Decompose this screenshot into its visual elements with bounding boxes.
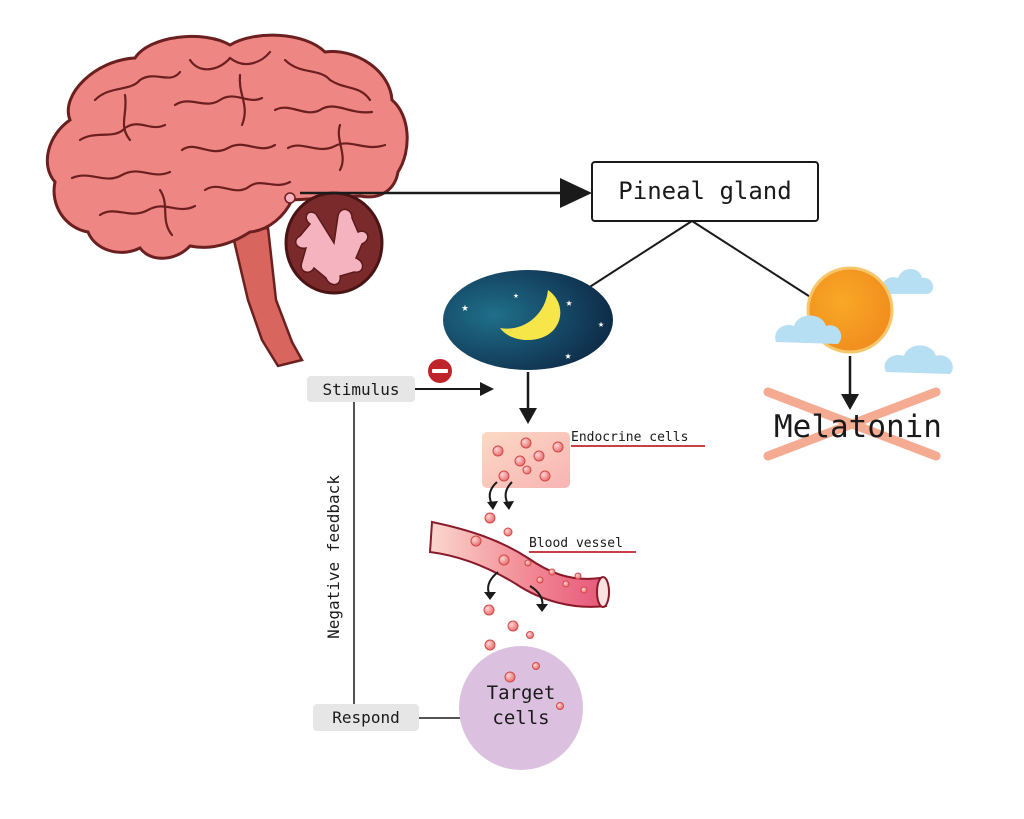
cloud-left — [775, 315, 842, 344]
endocrine-cells-label: Endocrine cells — [571, 430, 688, 445]
respond-box — [313, 704, 419, 731]
svg-text:★: ★ — [566, 296, 573, 309]
negative-feedback-label: Negative feedback — [324, 475, 343, 639]
hormone-particles-endocrine — [492, 437, 564, 482]
cloud-bottom-right — [884, 345, 953, 374]
cerebrum — [45, 33, 409, 260]
brainstem — [230, 226, 304, 368]
sun-clouds-icon — [775, 266, 953, 374]
target-cells-label-line2: cells — [492, 707, 549, 729]
arrowhead-endocrine — [519, 408, 537, 424]
vessel-exit-arrowheads — [484, 592, 548, 612]
arrowhead-stimulus — [480, 382, 494, 396]
target-cells-label-line1: Target — [487, 682, 556, 704]
svg-text:★: ★ — [461, 300, 468, 314]
hormone-particles-released — [484, 512, 513, 537]
melatonin-label: Melatonin — [774, 409, 942, 445]
star-icons: ★ ★ ★ ★ ★ — [461, 291, 604, 362]
arrowhead-pineal — [560, 178, 592, 208]
release-arrowheads — [487, 501, 514, 510]
cloud-top-right — [881, 269, 934, 294]
hormone-particles-target — [504, 662, 564, 710]
brain-folds — [70, 50, 387, 237]
melatonin-crossed: Melatonin — [763, 387, 942, 461]
minus-circle-icon — [428, 359, 452, 383]
arbor-vitae — [295, 208, 369, 286]
svg-text:★: ★ — [565, 349, 572, 362]
blood-vessel-label: Blood vessel — [529, 536, 623, 551]
pineal-gland-label: Pineal gland — [618, 177, 791, 205]
moon-icon — [500, 290, 561, 340]
target-cells-circle — [459, 646, 583, 770]
arrowhead-melatonin — [841, 394, 859, 410]
blood-vessel — [428, 520, 610, 608]
stimulus-box — [307, 376, 415, 402]
branch-to-night — [584, 220, 693, 291]
night-sky-icon: ★ ★ ★ ★ ★ — [443, 270, 613, 370]
brain-icon — [45, 33, 409, 368]
stimulus-label: Stimulus — [322, 380, 399, 399]
svg-text:★: ★ — [513, 291, 519, 301]
hormone-particles-travel — [483, 604, 534, 651]
svg-text:★: ★ — [598, 319, 604, 330]
respond-label: Respond — [332, 708, 399, 727]
pineal-gland-box — [591, 161, 819, 222]
branch-to-day — [691, 220, 816, 301]
pineal-location — [284, 192, 296, 204]
